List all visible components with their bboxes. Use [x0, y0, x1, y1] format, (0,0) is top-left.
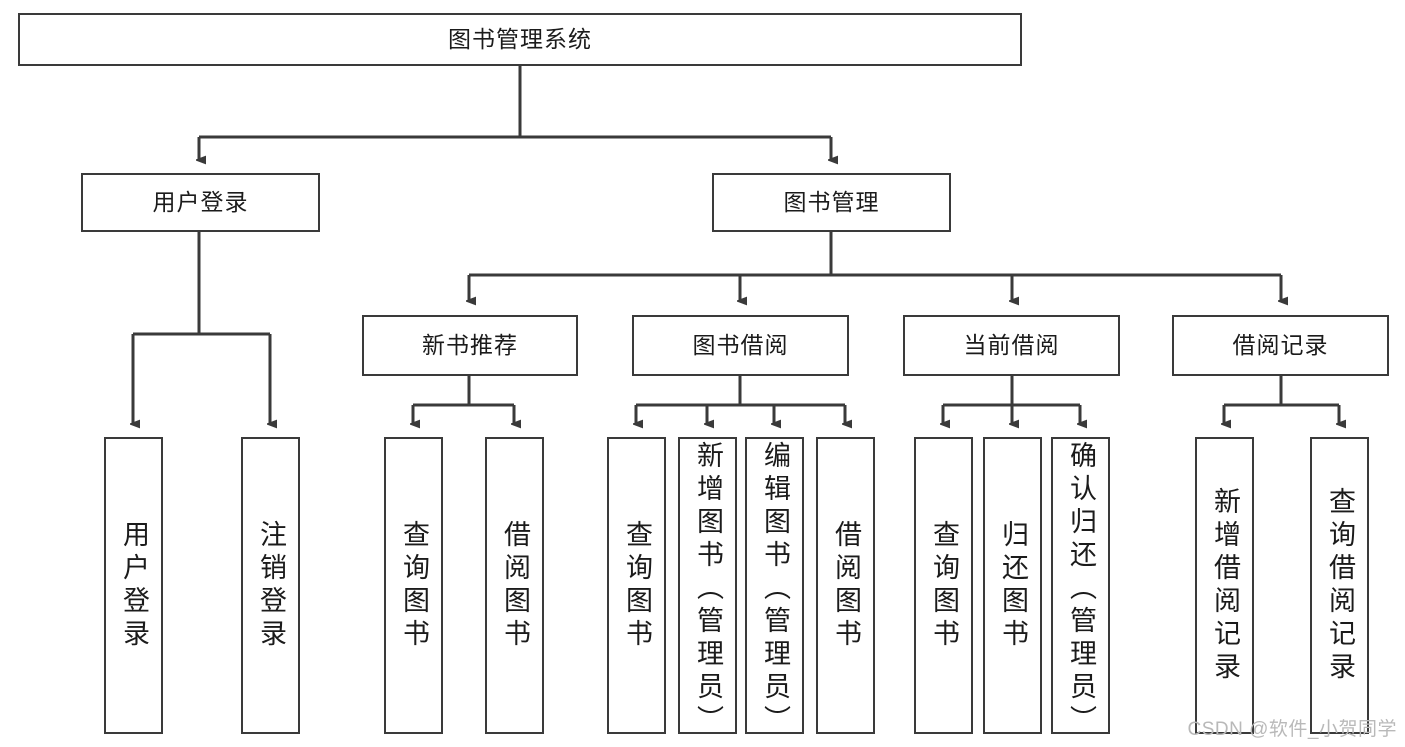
node-new-book-rec[interactable]: 新书推荐 [362, 315, 578, 376]
leaf-current-borrow-3[interactable]: 确认归还（管理员） [1051, 437, 1110, 738]
leaf-current-borrow-2[interactable]: 归还图书 [983, 437, 1042, 734]
leaf-book-borrow-3-label: 编辑图书（管理员） [760, 441, 790, 738]
leaf-new-book-rec-1[interactable]: 查询图书 [384, 437, 443, 734]
node-new-book-rec-label: 新书推荐 [422, 331, 518, 358]
node-borrow-record[interactable]: 借阅记录 [1172, 315, 1389, 376]
leaf-current-borrow-1[interactable]: 查询图书 [914, 437, 973, 734]
leaf-borrow-record-2-label: 查询借阅记录 [1325, 486, 1355, 685]
watermark: CSDN @软件_小贺同学 [1187, 719, 1397, 740]
leaf-book-borrow-1-label: 查询图书 [622, 519, 652, 652]
leaf-new-book-rec-2-label: 借阅图书 [500, 519, 530, 652]
node-user-login[interactable]: 用户登录 [81, 173, 320, 232]
node-root-label: 图书管理系统 [448, 25, 592, 52]
leaf-book-borrow-2[interactable]: 新增图书（管理员） [678, 437, 737, 738]
leaf-current-borrow-1-label: 查询图书 [929, 519, 959, 652]
leaf-borrow-record-1[interactable]: 新增借阅记录 [1195, 437, 1254, 734]
leaf-book-borrow-2-label: 新增图书（管理员） [693, 441, 723, 738]
node-book-borrow-label: 图书借阅 [692, 331, 789, 358]
leaf-current-borrow-3-label: 确认归还（管理员） [1066, 441, 1096, 738]
leaf-book-borrow-4-label: 借阅图书 [831, 519, 861, 652]
node-book-manage[interactable]: 图书管理 [712, 173, 951, 232]
leaf-borrow-record-1-label: 新增借阅记录 [1210, 486, 1240, 685]
node-root[interactable]: 图书管理系统 [18, 13, 1022, 66]
leaf-user-login-2-label: 注销登录 [256, 519, 286, 652]
leaf-current-borrow-2-label: 归还图书 [998, 519, 1028, 652]
leaf-new-book-rec-2[interactable]: 借阅图书 [485, 437, 544, 734]
node-user-login-label: 用户登录 [152, 188, 249, 215]
node-current-borrow[interactable]: 当前借阅 [903, 315, 1120, 376]
leaf-user-login-2[interactable]: 注销登录 [241, 437, 300, 734]
leaf-book-borrow-1[interactable]: 查询图书 [607, 437, 666, 734]
leaf-borrow-record-2[interactable]: 查询借阅记录 [1310, 437, 1369, 734]
node-current-borrow-label: 当前借阅 [963, 331, 1060, 358]
node-book-manage-label: 图书管理 [783, 188, 880, 215]
leaf-new-book-rec-1-label: 查询图书 [399, 519, 429, 652]
node-book-borrow[interactable]: 图书借阅 [632, 315, 849, 376]
node-borrow-record-label: 借阅记录 [1232, 331, 1329, 358]
leaf-book-borrow-3[interactable]: 编辑图书（管理员） [745, 437, 804, 738]
leaf-user-login-1-label: 用户登录 [119, 519, 149, 652]
leaf-user-login-1[interactable]: 用户登录 [104, 437, 163, 734]
leaf-book-borrow-4[interactable]: 借阅图书 [816, 437, 875, 734]
